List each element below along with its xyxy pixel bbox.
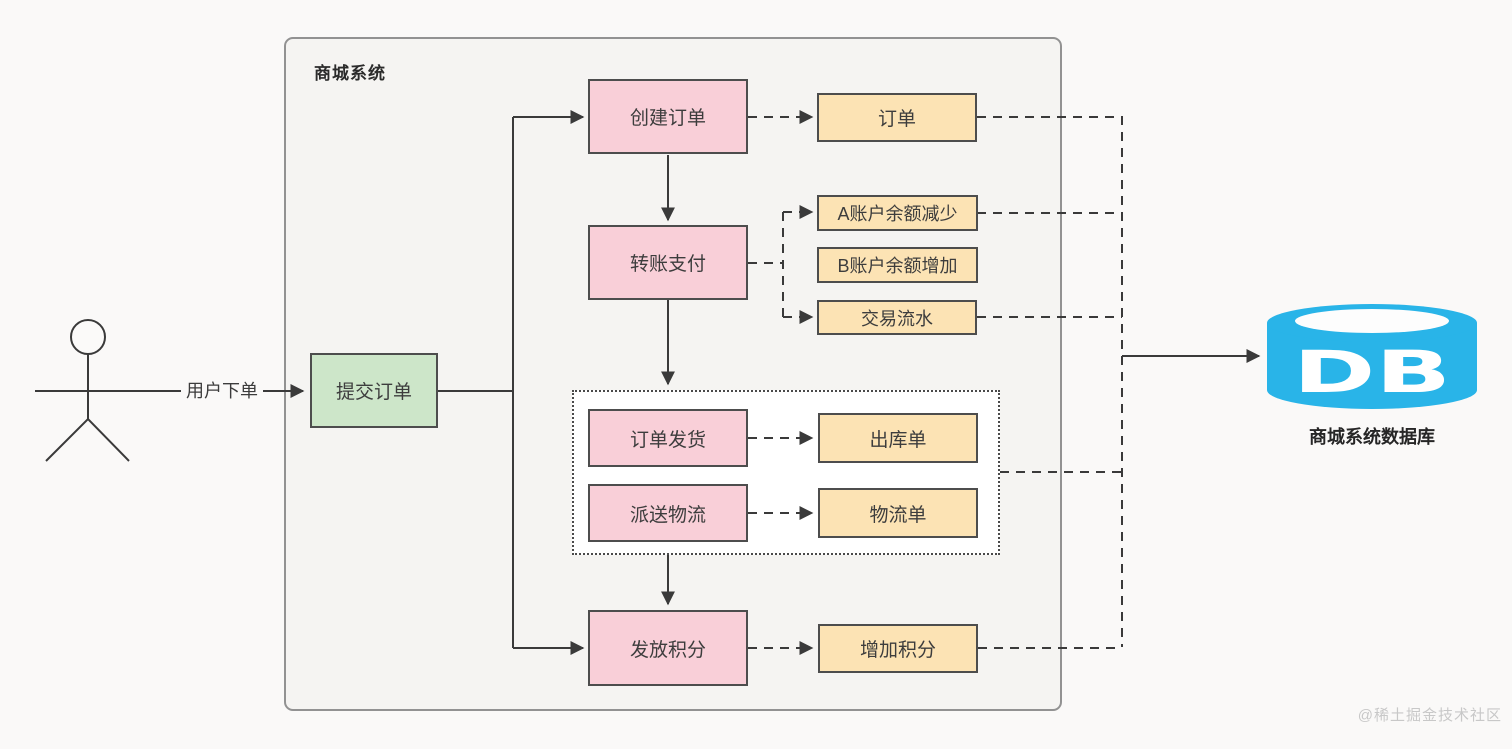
node-acct-b-increase: B账户余额增加 bbox=[817, 247, 978, 283]
node-label: 出库单 bbox=[869, 429, 927, 451]
node-label: 交易流水 bbox=[861, 308, 933, 329]
database-label: 商城系统数据库 bbox=[1309, 427, 1435, 447]
db-cylinder-icon: DB bbox=[1267, 304, 1477, 409]
node-label: 转账支付 bbox=[629, 254, 706, 275]
node-label: 订单 bbox=[877, 109, 916, 130]
node-label: 提交订单 bbox=[335, 382, 412, 403]
node-label: 发放积分 bbox=[629, 639, 706, 661]
node-label: 派送物流 bbox=[629, 504, 706, 526]
node-order-doc: 订单 bbox=[817, 93, 977, 142]
node-label: A账户余额减少 bbox=[837, 204, 958, 224]
node-create-order: 创建订单 bbox=[588, 79, 748, 154]
actor-edge-label: 用户下单 bbox=[181, 379, 263, 403]
user-actor-icon bbox=[45, 319, 130, 462]
node-logistics-doc: 物流单 bbox=[818, 488, 978, 538]
node-add-points: 增加积分 bbox=[818, 624, 978, 673]
watermark-text: @稀土掘金技术社区 bbox=[1357, 707, 1502, 724]
node-outbound-doc: 出库单 bbox=[818, 413, 978, 463]
node-label: 创建订单 bbox=[629, 108, 706, 129]
node-order-ship: 订单发货 bbox=[588, 409, 748, 467]
node-submit-order: 提交订单 bbox=[310, 353, 438, 428]
node-trans-flow: 交易流水 bbox=[817, 300, 977, 335]
node-transfer-pay: 转账支付 bbox=[588, 225, 748, 300]
db-badge-text: DB bbox=[1293, 338, 1451, 406]
node-label: 增加积分 bbox=[859, 640, 936, 661]
node-label: 订单发货 bbox=[629, 429, 706, 451]
node-label: B账户余额增加 bbox=[837, 256, 958, 276]
node-dispatch-logistics: 派送物流 bbox=[588, 484, 748, 542]
container-title: 商城系统 bbox=[314, 64, 386, 83]
node-label: 物流单 bbox=[869, 504, 927, 526]
node-acct-a-decrease: A账户余额减少 bbox=[817, 195, 978, 231]
node-issue-points: 发放积分 bbox=[588, 610, 748, 686]
